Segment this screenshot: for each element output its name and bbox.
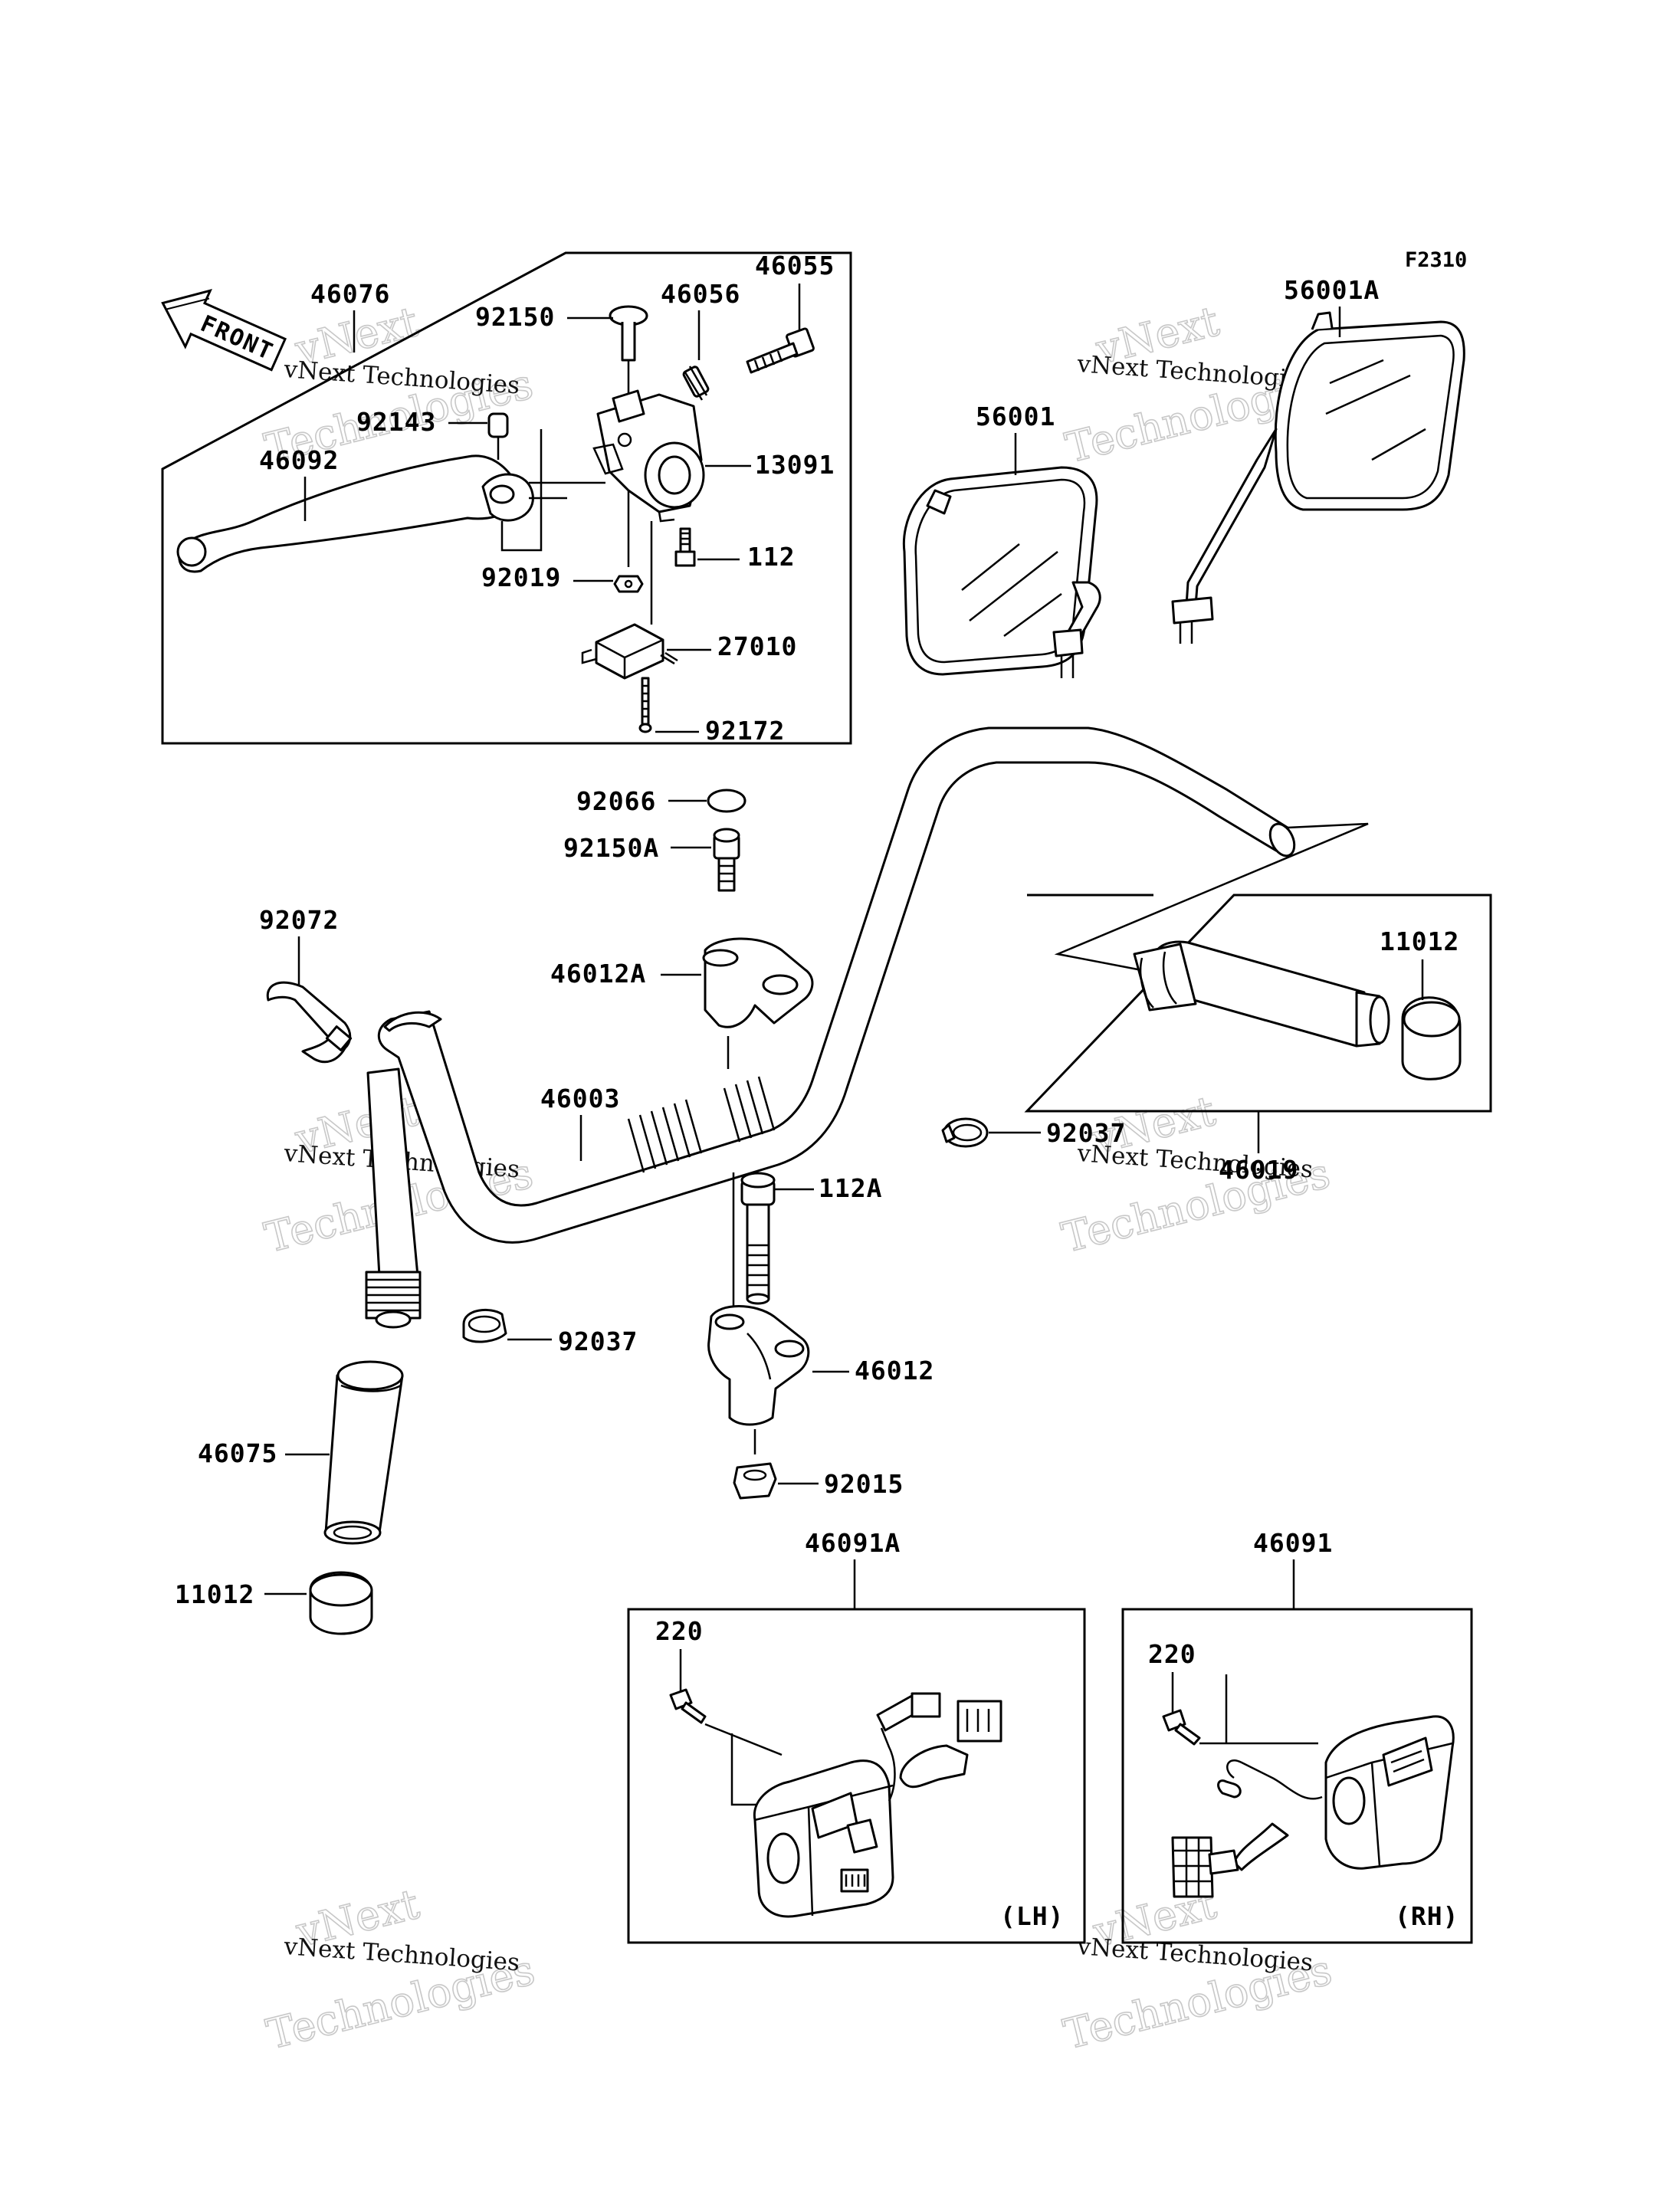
part-label-92015: 92015 (824, 1469, 904, 1499)
left-switch-box (627, 1608, 1086, 1944)
screw-92172 (638, 677, 652, 733)
upper-holder-46012A (702, 937, 814, 1028)
screw-112 (674, 527, 696, 567)
part-label-46075: 46075 (198, 1438, 277, 1468)
part-label-46012A: 46012A (550, 959, 646, 989)
adjuster-46056 (682, 366, 710, 401)
nut-92019 (613, 575, 644, 593)
part-label-27010: 27010 (717, 631, 797, 661)
part-label-220-lh: 220 (655, 1616, 704, 1646)
watermark-text: vNext Technologies (1075, 1933, 1314, 1976)
clamp-92037-right (941, 1117, 989, 1148)
grip-end-11012-right (1401, 996, 1462, 1080)
part-label-220-rh: 220 (1148, 1639, 1196, 1669)
bolt-112A (740, 1172, 776, 1305)
part-label-92150A: 92150A (563, 833, 659, 863)
lever-holder-13091 (592, 389, 705, 523)
grip-end-11012-left (309, 1571, 373, 1635)
part-label-46019: 46019 (1219, 1155, 1298, 1185)
bolt-46055 (746, 327, 815, 374)
lower-holder-46012 (707, 1305, 810, 1426)
part-label-92143: 92143 (356, 407, 436, 437)
part-label-46092: 46092 (259, 445, 339, 475)
screw-220-lh (669, 1688, 707, 1724)
cap-92066 (707, 789, 746, 813)
part-label-92066: 92066 (576, 786, 656, 816)
left-switch-housing-46091A (753, 1692, 1002, 1918)
bolt-92150A (713, 828, 740, 892)
part-label-46091: 46091 (1253, 1528, 1333, 1558)
clutch-lever-46092 (176, 454, 534, 573)
part-label-92172: 92172 (705, 716, 785, 746)
part-label-46003: 46003 (540, 1084, 620, 1113)
handlebar-46003 (365, 726, 1296, 1329)
throttle-grip-46019 (1133, 940, 1390, 1048)
right-switch-housing-46091 (1171, 1715, 1455, 1898)
part-label-46076: 46076 (310, 279, 390, 309)
part-label-92019: 92019 (481, 562, 561, 592)
part-label-92037-right: 92037 (1046, 1118, 1126, 1148)
part-label-56001: 56001 (976, 402, 1055, 431)
part-label-112: 112 (747, 542, 796, 572)
mirror-56001A (1171, 311, 1465, 644)
collar-92143 (487, 412, 509, 460)
part-label-46056: 46056 (661, 279, 740, 309)
side-label-lh: (LH) (1000, 1901, 1064, 1931)
part-label-13091: 13091 (755, 450, 835, 480)
screw-220-rh (1162, 1709, 1201, 1746)
part-label-11012-right: 11012 (1380, 926, 1459, 956)
part-label-46091A: 46091A (805, 1528, 901, 1558)
front-arrow-icon: FRONT (161, 288, 287, 372)
clutch-switch-27010 (581, 521, 678, 680)
band-92072 (266, 981, 353, 1064)
part-label-92150: 92150 (475, 302, 555, 332)
watermark-text: vNext Technologies (1075, 350, 1314, 394)
clutch-lever-group-box (161, 251, 852, 745)
nut-92015 (733, 1462, 777, 1500)
side-label-rh: (RH) (1395, 1901, 1459, 1931)
figure-code: F2310 (1405, 248, 1467, 272)
part-label-11012-left: 11012 (175, 1579, 254, 1609)
right-switch-box (1121, 1608, 1473, 1944)
grip-46075 (323, 1360, 404, 1545)
part-label-92037-left: 92037 (558, 1326, 638, 1356)
clamp-92037-left (462, 1308, 507, 1343)
mirror-56001 (902, 466, 1101, 678)
part-label-46055: 46055 (755, 251, 835, 280)
part-label-92072: 92072 (259, 905, 339, 935)
part-label-112A: 112A (819, 1173, 882, 1203)
part-label-56001A: 56001A (1284, 275, 1380, 305)
watermark-text: vNext Technologies (282, 1933, 520, 1976)
part-label-46012: 46012 (855, 1356, 934, 1385)
throttle-grip-group-box (1024, 894, 1492, 1113)
